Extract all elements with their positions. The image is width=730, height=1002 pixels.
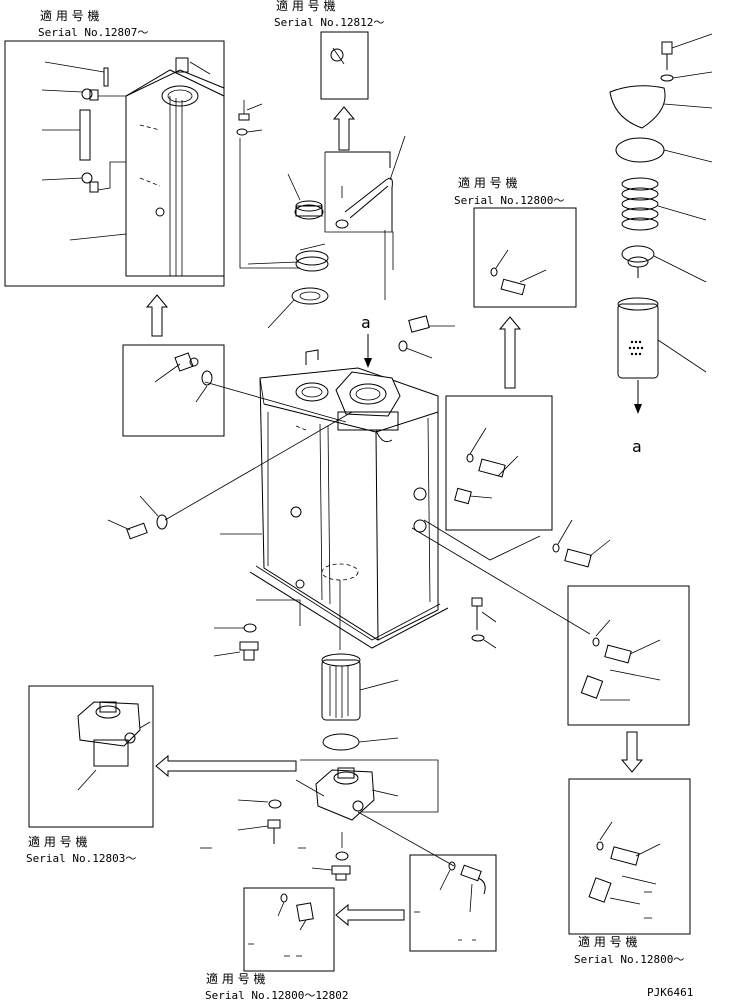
applicable-serial-label: 適 用 号 機	[40, 8, 99, 23]
label-group-12803: 適 用 号 機 Serial No.12803～	[26, 834, 136, 865]
label-group-12800-12802: 適 用 号 機 Serial No.12800～12802	[205, 971, 348, 1002]
applicable-serial-label: 適 用 号 機	[458, 175, 517, 190]
detail-box-12800-12802	[243, 887, 335, 972]
cover-flange	[200, 759, 455, 881]
drawing-code: PJK6461	[647, 986, 693, 999]
bottom-bolts-right	[471, 597, 497, 649]
label-group-12812: 適 用 号 機 Serial No.12812～	[274, 0, 384, 29]
applicable-serial-label: 適 用 号 機	[276, 0, 335, 13]
detail-box-right	[567, 585, 690, 726]
serial-label-12803: Serial No.12803～	[26, 852, 136, 865]
serial-label-12800-bottom-right: Serial No.12800～	[574, 953, 684, 966]
suction-strainer	[321, 653, 399, 751]
breather-parts	[236, 100, 329, 329]
label-group-12807: 適 用 号 機 Serial No.12807～	[38, 8, 148, 39]
arrow-down-icon	[620, 731, 644, 773]
label-group-12800-bottom-right: 適 用 号 機 Serial No.12800～	[574, 934, 684, 966]
bottom-bolts-left	[213, 599, 301, 661]
detail-box-12803	[28, 685, 154, 828]
arrow-left-icon	[155, 754, 297, 778]
filter-stack: a	[609, 33, 713, 456]
detail-box-12800-bottom-right	[568, 778, 691, 935]
detail-box-mid-right	[423, 395, 553, 561]
serial-label-12807: Serial No.12807～	[38, 26, 148, 39]
detail-box-12812	[320, 31, 369, 100]
arrow-up-icon	[332, 106, 356, 151]
label-group-12800-top: 適 用 号 機 Serial No.12800～	[454, 175, 564, 207]
hydraulic-tank: a	[220, 313, 449, 650]
detail-box-bracket-left	[122, 344, 225, 437]
serial-label-12800-top: Serial No.12800～	[454, 194, 564, 207]
hose-bracket-assembly	[324, 135, 406, 300]
view-a-label-filter: a	[632, 437, 642, 456]
applicable-serial-label: 適 用 号 機	[206, 971, 265, 986]
arrow-up-icon	[145, 294, 169, 337]
applicable-serial-label: 適 用 号 機	[28, 834, 87, 849]
serial-label-12812: Serial No.12812～	[274, 16, 384, 29]
left-fitting	[107, 381, 353, 540]
serial-label-12800-12802: Serial No.12800～12802	[205, 989, 348, 1002]
detail-box-elbow	[409, 854, 497, 952]
view-a-label: a	[361, 313, 371, 332]
arrow-left-icon	[335, 903, 405, 927]
applicable-serial-label: 適 用 号 機	[578, 934, 637, 949]
detail-box-12807	[4, 40, 225, 287]
detail-box-12800-top	[473, 207, 577, 308]
arrow-up-icon	[498, 316, 522, 389]
right-fitting	[411, 519, 611, 635]
upper-fittings	[398, 315, 455, 359]
